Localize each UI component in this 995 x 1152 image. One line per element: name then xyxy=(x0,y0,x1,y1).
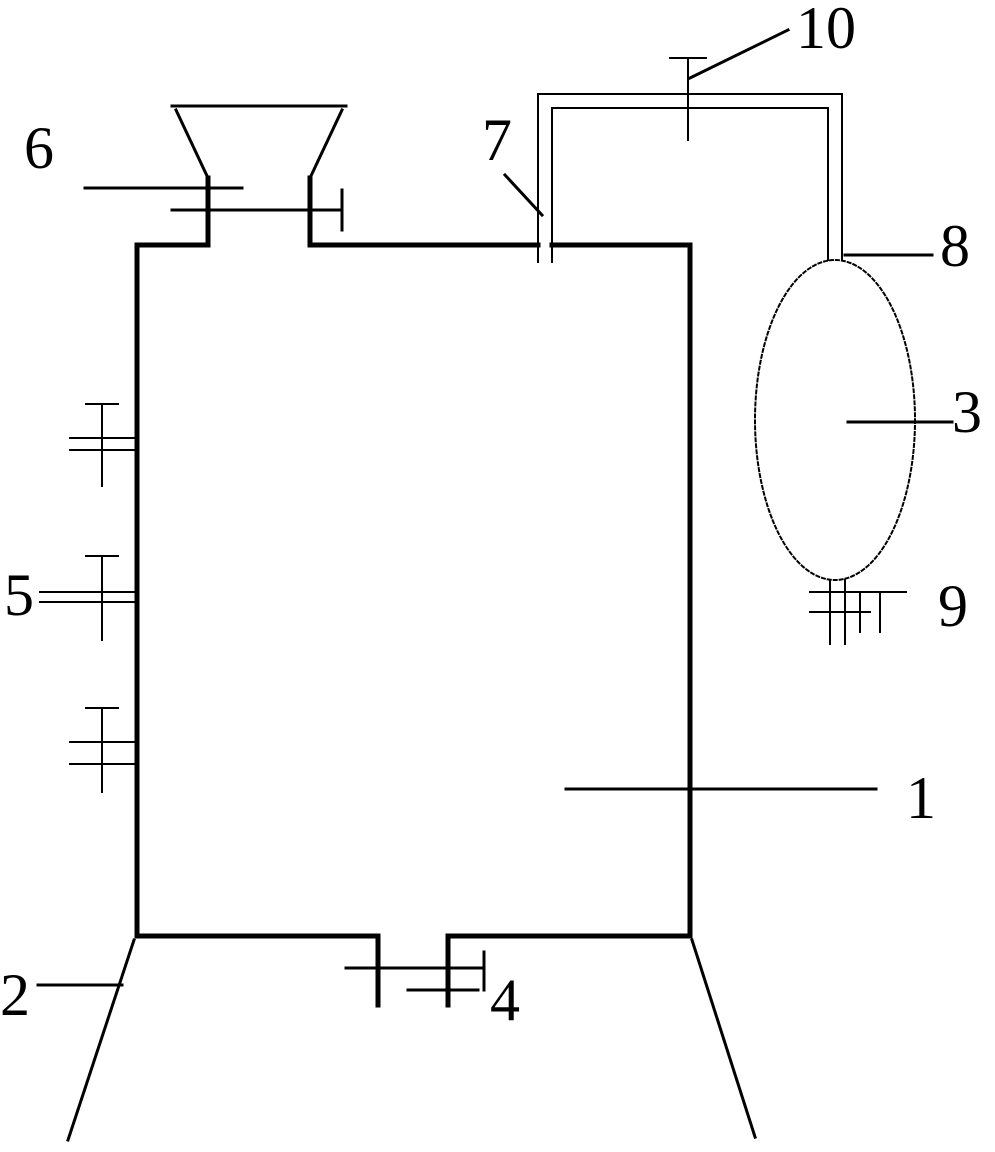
support-legs xyxy=(66,938,758,1142)
leader-lines xyxy=(36,27,954,987)
gas-pipe xyxy=(537,93,843,263)
label-bag-inlet: 8 xyxy=(940,213,970,279)
gas-bag xyxy=(754,259,916,581)
feed-hopper xyxy=(83,104,348,232)
side-valve-middle xyxy=(39,555,138,641)
label-bag-outlet-valve: 9 xyxy=(938,573,968,639)
side-valve-top xyxy=(69,403,138,487)
label-vessel: 1 xyxy=(906,765,936,831)
vessel-body xyxy=(134,175,693,1008)
label-bottom-valve: 4 xyxy=(490,967,520,1033)
side-valve-bottom xyxy=(69,707,138,793)
label-gas-pipe: 7 xyxy=(482,107,512,173)
label-pipe-valve: 10 xyxy=(796,0,856,61)
bag-outlet-valve xyxy=(809,579,907,645)
label-support: 2 xyxy=(0,962,30,1028)
label-gas-bag: 3 xyxy=(952,379,982,445)
label-side-valves: 5 xyxy=(4,562,34,628)
bottom-valve xyxy=(344,950,486,992)
pipe-valve xyxy=(669,57,707,141)
label-feed-hopper: 6 xyxy=(24,115,54,181)
